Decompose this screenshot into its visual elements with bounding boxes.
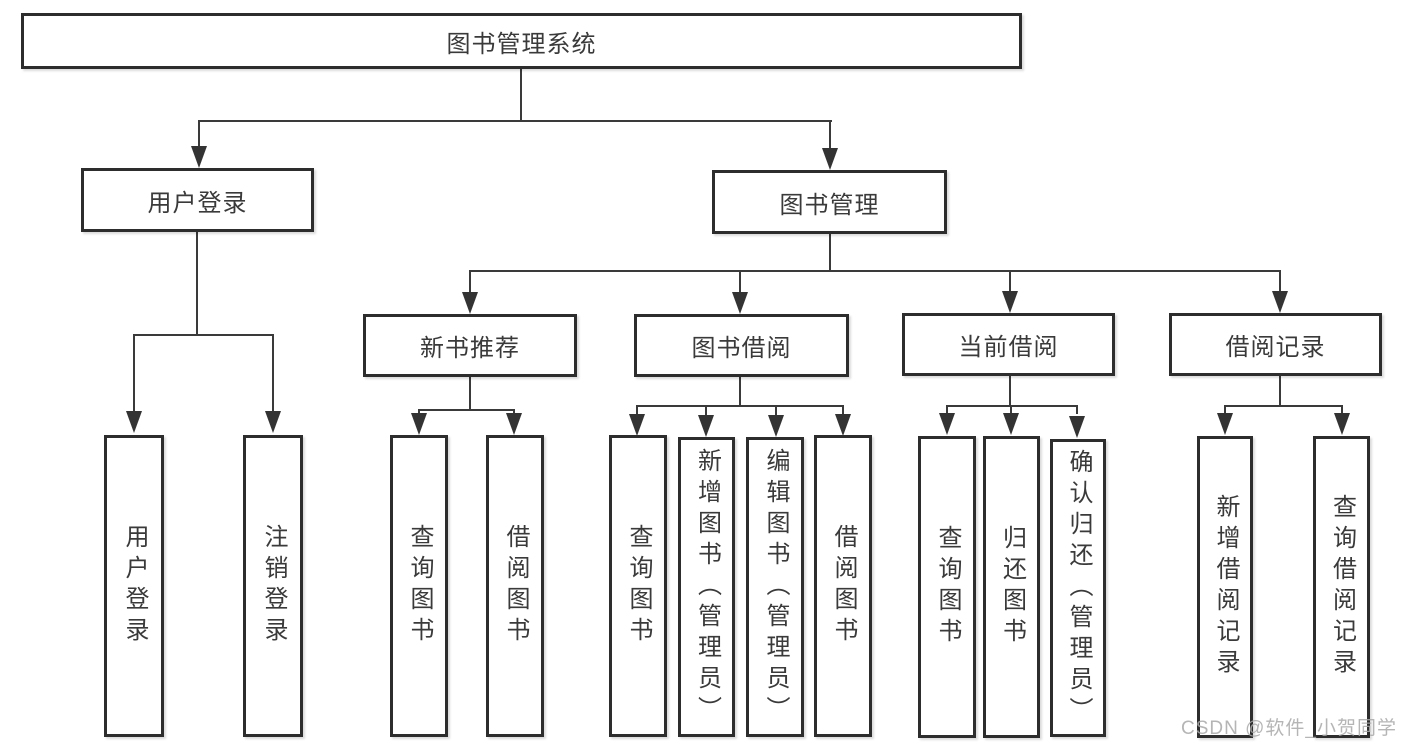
- connector-book-management-branch: [469, 270, 1281, 272]
- arrowhead-leaf-logout: [265, 411, 281, 433]
- arrowhead-book-borrow: [732, 292, 748, 314]
- connector-borrow-records-branch: [1224, 405, 1342, 407]
- connector-drop-new-book: [469, 270, 471, 292]
- node-current-borrow-label: 当前借阅: [958, 334, 1059, 361]
- leaf-add-borrow-record-label: 新增借阅记录: [1212, 494, 1239, 680]
- arrowhead-borrow-books-b: [835, 414, 851, 436]
- connector-drop-add-record: [1224, 405, 1226, 414]
- leaf-confirm-return-admin: 确认归还（管理员）: [1050, 439, 1106, 737]
- leaf-return-books: 归还图书: [983, 436, 1040, 738]
- connector-drop-add-books: [705, 405, 707, 415]
- connector-current-borrow-branch: [946, 405, 1078, 407]
- arrowhead-add-record: [1217, 413, 1233, 435]
- leaf-add-books-admin-label: 新增图书（管理员）: [693, 447, 721, 727]
- connector-drop-user-login: [198, 120, 200, 147]
- leaf-logout-label: 注销登录: [260, 524, 287, 648]
- leaf-confirm-return-admin-label: 确认归还（管理员）: [1065, 448, 1092, 728]
- arrowhead-return-books: [1003, 413, 1019, 435]
- arrowhead-current-borrow: [1002, 291, 1018, 313]
- node-user-login-label: 用户登录: [147, 189, 248, 217]
- connector-drop-borrow-books-b: [842, 405, 844, 415]
- arrowhead-borrow-books-a: [506, 413, 522, 435]
- arrowhead-user-login: [191, 146, 207, 168]
- leaf-add-books-admin: 新增图书（管理员）: [678, 437, 735, 737]
- leaf-return-books-label: 归还图书: [998, 525, 1026, 649]
- arrowhead-edit-books: [768, 415, 784, 437]
- node-root-label: 图书管理系统: [446, 30, 597, 58]
- arrowhead-query-books-b: [629, 414, 645, 436]
- connector-book-borrow-branch: [636, 405, 844, 407]
- leaf-edit-books-admin-label: 编辑图书（管理员）: [762, 447, 789, 727]
- connector-drop-query-books-a: [418, 409, 420, 415]
- leaf-borrow-books-a-label: 借阅图书: [502, 524, 529, 648]
- connector-drop-return-books: [1010, 405, 1012, 414]
- arrowhead-new-book: [462, 292, 478, 314]
- connector-drop-query-books-c: [946, 405, 948, 414]
- arrowhead-query-books-a: [411, 413, 427, 435]
- leaf-logout: 注销登录: [243, 435, 303, 737]
- leaf-query-books-c-label: 查询图书: [934, 525, 961, 649]
- leaf-query-borrow-record: 查询借阅记录: [1313, 436, 1370, 738]
- connector-user-login-branch: [133, 334, 274, 336]
- leaf-add-borrow-record: 新增借阅记录: [1197, 436, 1253, 738]
- arrowhead-query-record: [1334, 413, 1350, 435]
- leaf-query-books-b-label: 查询图书: [625, 524, 652, 648]
- connector-drop-query-books-b: [636, 405, 638, 415]
- arrowhead-query-books-c: [939, 413, 955, 435]
- arrowhead-leaf-user-login: [126, 411, 142, 433]
- node-book-management: 图书管理: [712, 170, 947, 234]
- leaf-query-books-a-label: 查询图书: [406, 524, 433, 648]
- connector-drop-book-management: [829, 120, 831, 149]
- leaf-borrow-books-b: 借阅图书: [814, 435, 872, 737]
- leaf-query-books-a: 查询图书: [390, 435, 448, 737]
- connector-drop-leaf-logout: [272, 334, 274, 412]
- leaf-edit-books-admin: 编辑图书（管理员）: [746, 437, 804, 737]
- connector-current-borrow-stem: [1009, 376, 1011, 405]
- connector-drop-leaf-user-login: [133, 334, 135, 412]
- node-book-management-label: 图书管理: [779, 191, 880, 219]
- connector-drop-book-borrow: [739, 270, 741, 292]
- leaf-borrow-books-a: 借阅图书: [486, 435, 544, 737]
- leaf-borrow-books-b-label: 借阅图书: [830, 524, 857, 648]
- connector-root-stem: [520, 69, 522, 120]
- csdn-watermark: CSDN @软件_小贺同学: [1181, 718, 1397, 739]
- leaf-query-books-c: 查询图书: [918, 436, 976, 738]
- node-root: 图书管理系统: [21, 13, 1022, 69]
- connector-drop-confirm-return: [1076, 405, 1078, 414]
- connector-drop-query-record: [1341, 405, 1343, 414]
- node-new-book-recommend-label: 新书推荐: [420, 335, 520, 362]
- node-borrow-records: 借阅记录: [1169, 313, 1382, 376]
- connector-new-book-stem: [469, 377, 471, 409]
- arrowhead-add-books: [698, 415, 714, 437]
- connector-new-book-branch: [418, 409, 515, 411]
- connector-borrow-records-stem: [1279, 376, 1281, 405]
- node-new-book-recommend: 新书推荐: [363, 314, 577, 377]
- node-current-borrow: 当前借阅: [902, 313, 1115, 376]
- connector-drop-borrow-records: [1279, 270, 1281, 292]
- leaf-query-books-b: 查询图书: [609, 435, 667, 737]
- connector-drop-edit-books: [775, 405, 777, 415]
- node-user-login: 用户登录: [81, 168, 314, 232]
- arrowhead-borrow-records: [1272, 291, 1288, 313]
- leaf-user-login-label: 用户登录: [121, 524, 148, 648]
- node-book-borrow-label: 图书借阅: [691, 335, 792, 362]
- connector-user-login-stem: [196, 232, 198, 334]
- arrowhead-confirm-return: [1069, 416, 1085, 438]
- arrowhead-book-management: [822, 148, 838, 170]
- leaf-query-borrow-record-label: 查询借阅记录: [1328, 494, 1356, 680]
- leaf-user-login: 用户登录: [104, 435, 164, 737]
- connector-drop-borrow-books-a: [513, 409, 515, 415]
- connector-drop-current-borrow: [1009, 270, 1011, 292]
- node-book-borrow: 图书借阅: [634, 314, 849, 377]
- connector-book-borrow-stem: [739, 377, 741, 405]
- connector-root-branch: [198, 120, 832, 122]
- node-borrow-records-label: 借阅记录: [1225, 334, 1326, 361]
- connector-book-management-stem: [829, 234, 831, 270]
